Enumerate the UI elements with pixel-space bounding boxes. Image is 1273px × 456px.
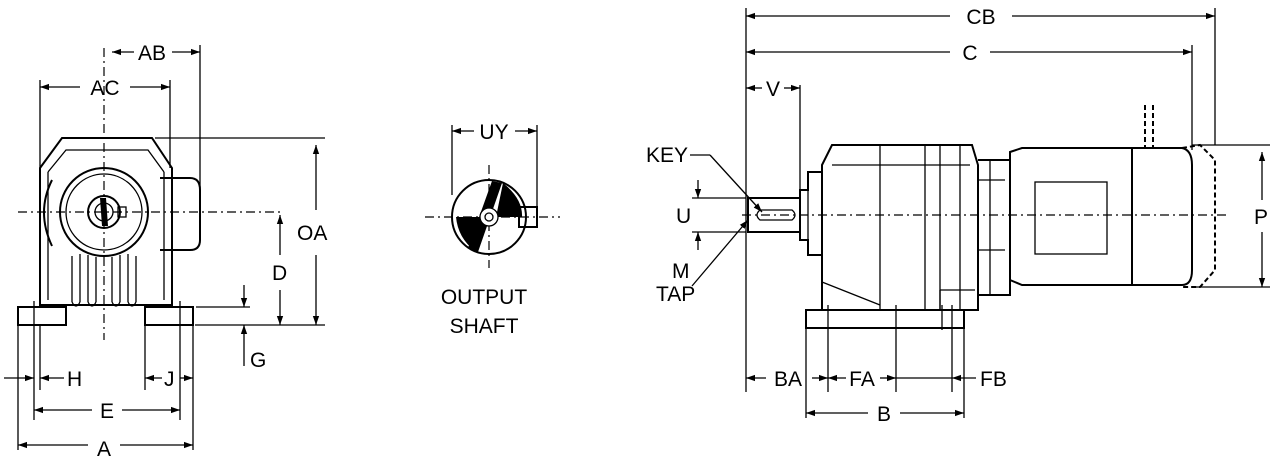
label-h: H bbox=[67, 368, 82, 391]
label-b: B bbox=[877, 403, 891, 426]
front-view bbox=[17, 48, 280, 340]
label-d: D bbox=[272, 262, 287, 285]
label-uy: UY bbox=[479, 121, 508, 144]
front-view-dimensions: AB AC OA D G H J E bbox=[4, 42, 327, 456]
label-a: A bbox=[97, 438, 111, 456]
label-key: KEY bbox=[646, 144, 688, 167]
label-tap: TAP bbox=[656, 283, 695, 306]
front-ribs bbox=[71, 254, 137, 307]
label-output: OUTPUT bbox=[441, 286, 528, 309]
label-c: C bbox=[962, 42, 977, 65]
label-oa: OA bbox=[297, 222, 327, 245]
label-v: V bbox=[766, 78, 780, 101]
label-p: P bbox=[1254, 206, 1268, 229]
output-shaft-view: UY OUTPUT SHAFT bbox=[425, 121, 560, 338]
label-e: E bbox=[100, 400, 114, 423]
label-ba: BA bbox=[774, 368, 802, 391]
label-shaft: SHAFT bbox=[450, 315, 519, 338]
label-m: M bbox=[672, 260, 690, 283]
side-view bbox=[742, 105, 1230, 330]
label-g: G bbox=[250, 349, 266, 372]
label-j: J bbox=[164, 368, 175, 391]
label-ab: AB bbox=[138, 42, 166, 65]
label-cb: CB bbox=[966, 6, 995, 29]
side-view-dimensions: CB C V KEY U M TAP P BA FA bbox=[646, 6, 1270, 426]
label-ac: AC bbox=[90, 77, 119, 100]
label-fb: FB bbox=[980, 368, 1007, 391]
label-u: U bbox=[676, 205, 691, 228]
label-fa: FA bbox=[849, 368, 875, 391]
